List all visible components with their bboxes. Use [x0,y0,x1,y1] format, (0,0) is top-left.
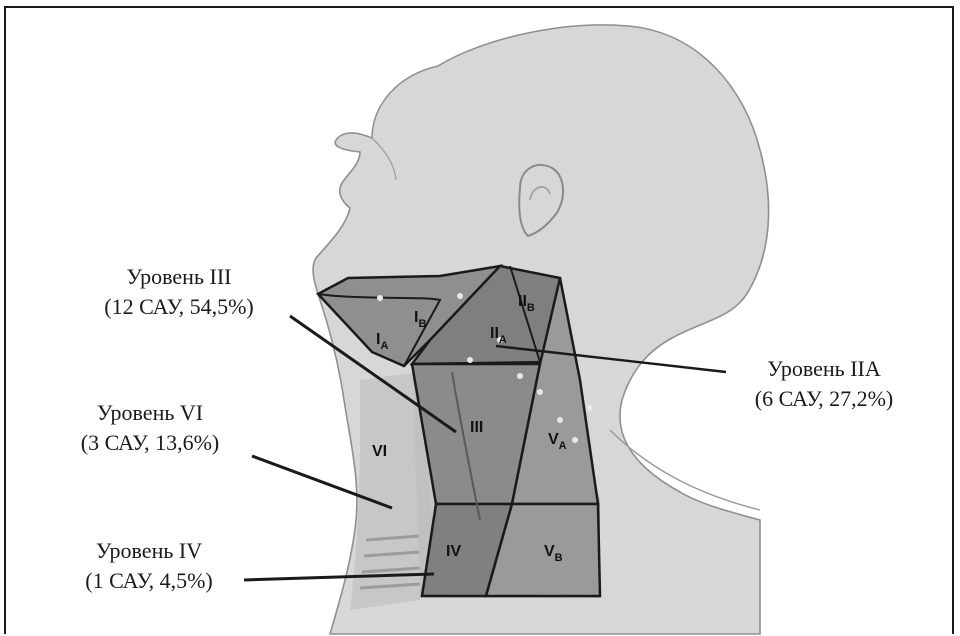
zone-label-iii: III [470,419,483,436]
callout-level-vi-stats: (3 САУ, 13,6%) [50,428,250,458]
callout-level-iia: Уровень IIA (6 САУ, 27,2%) [724,354,924,414]
callout-level-iii-stats: (12 САУ, 54,5%) [74,292,284,322]
callout-level-iv-title: Уровень IV [54,536,244,566]
callout-level-iii: Уровень III (12 САУ, 54,5%) [74,262,284,322]
callout-level-iia-stats: (6 САУ, 27,2%) [724,384,924,414]
callout-level-iv: Уровень IV (1 САУ, 4,5%) [54,536,244,596]
callout-level-vi-title: Уровень VI [50,398,250,428]
callout-level-vi: Уровень VI (3 САУ, 13,6%) [50,398,250,458]
callout-level-iv-stats: (1 САУ, 4,5%) [54,566,244,596]
callout-level-iia-title: Уровень IIA [724,354,924,384]
callout-level-iii-title: Уровень III [74,262,284,292]
zone-label-vi: VI [372,443,387,460]
zone-label-iv: IV [446,543,461,560]
